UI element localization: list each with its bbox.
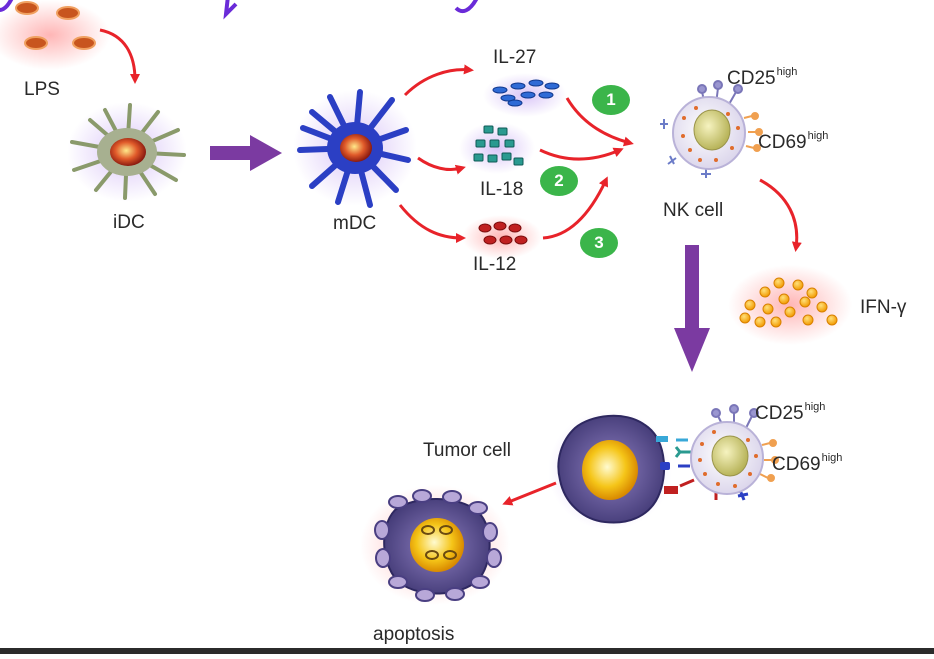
bottom-bar	[0, 648, 934, 654]
arrow-idc-to-mdc	[210, 135, 282, 171]
il18-label: IL-18	[480, 179, 524, 200]
step-badge-1: 1	[592, 85, 630, 115]
nk-cell-label: NK cell	[663, 200, 724, 221]
apoptosis-label: apoptosis	[373, 624, 455, 645]
tumor-cell	[548, 410, 672, 530]
arrow-nk-down	[674, 245, 710, 372]
step-badge-2: 2	[540, 166, 578, 196]
arrow-il12-to-nk	[542, 176, 608, 240]
arrow-nk-to-ifn	[759, 178, 802, 252]
nk-cell-lower	[656, 404, 779, 501]
cd25-label-lower: CD25high	[755, 401, 826, 424]
mdc-cell	[293, 89, 417, 208]
lps-particles	[0, 0, 110, 70]
title-fragment	[0, 0, 479, 20]
cd69-label-lower: CD69high	[772, 452, 843, 475]
nk-cell-upper	[660, 80, 763, 178]
ifn-gamma-label: IFN-γ	[860, 297, 907, 318]
arrow-mdc-to-il12	[398, 204, 466, 243]
cd69-label-upper: CD69high	[758, 130, 829, 153]
arrow-mdc-to-il18	[417, 156, 466, 175]
step-badge-3: 3	[580, 228, 618, 258]
arrow-mdc-to-il27	[403, 64, 474, 97]
arrow-lps-to-idc	[99, 28, 140, 84]
idc-label: iDC	[113, 212, 145, 233]
arrow-il27-to-nk	[565, 97, 634, 147]
il12-label: IL-12	[473, 254, 517, 275]
idc-cell	[67, 102, 187, 202]
tumor-cell-label: Tumor cell	[423, 440, 511, 461]
arrow-il18-to-nk	[539, 147, 624, 161]
il18-particles	[459, 122, 535, 174]
ifn-gamma-particles	[728, 265, 852, 345]
il27-particles	[483, 73, 567, 117]
lps-label: LPS	[24, 79, 60, 100]
arrow-tumor-to-apoptosis	[502, 481, 557, 506]
mdc-label: mDC	[333, 213, 377, 234]
cd25-label-upper: CD25high	[727, 66, 798, 89]
il27-label: IL-27	[493, 47, 537, 68]
apoptotic-cell	[360, 485, 510, 605]
il12-particles	[462, 215, 542, 259]
